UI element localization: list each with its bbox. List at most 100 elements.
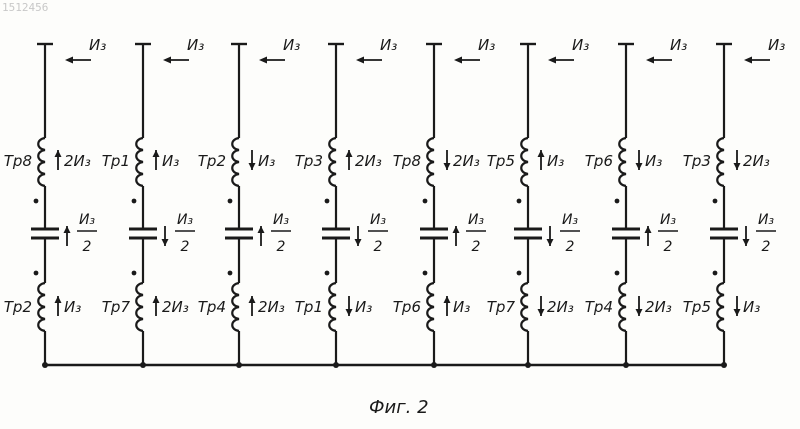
- upper-winding-coil: [232, 138, 239, 186]
- polarity-dot: [517, 271, 522, 276]
- upper-current-arrow-head: [153, 150, 160, 157]
- lower-winding-current: И₃: [453, 298, 470, 316]
- polarity-dot: [34, 271, 39, 276]
- upper-winding-coil: [521, 138, 528, 186]
- lower-current-arrow-head: [636, 309, 643, 316]
- polarity-dot: [325, 271, 330, 276]
- capacitor-current-denominator: 2: [472, 239, 481, 255]
- junction-dot: [431, 362, 437, 368]
- polarity-dot: [34, 199, 39, 204]
- top-current-label: И₃: [670, 36, 687, 54]
- lower-current-arrow-head: [444, 296, 451, 303]
- upper-transformer-label: Тр8: [393, 152, 421, 170]
- lower-winding-coil: [427, 283, 434, 331]
- upper-transformer-label: Тр8: [4, 152, 32, 170]
- upper-transformer-label: Тр1: [102, 152, 130, 170]
- capacitor-current-denominator: 2: [664, 239, 673, 255]
- top-current-label: И₃: [283, 36, 300, 54]
- capacitor-current-numerator: И₃: [660, 212, 676, 228]
- upper-winding-current: И₃: [162, 152, 179, 170]
- upper-transformer-label: Тр6: [585, 152, 613, 170]
- upper-winding-current: 2И₃: [64, 152, 91, 170]
- polarity-dot: [228, 271, 233, 276]
- capacitor-current-numerator: И₃: [758, 212, 774, 228]
- capacitor-current-arrow-head: [453, 226, 460, 233]
- top-current-arrow-head: [163, 57, 171, 64]
- lower-transformer-label: Тр7: [102, 298, 131, 316]
- lower-winding-coil: [136, 283, 143, 331]
- lower-winding-current: 2И₃: [645, 298, 672, 316]
- lower-winding-current: 2И₃: [162, 298, 189, 316]
- capacitor-current-denominator: 2: [83, 239, 92, 255]
- top-current-label: И₃: [89, 36, 106, 54]
- lower-winding-coil: [717, 283, 724, 331]
- figure-caption: Фиг. 2: [369, 397, 429, 418]
- watermark: 1512456: [2, 1, 48, 14]
- capacitor-current-denominator: 2: [374, 239, 383, 255]
- top-current-label: И₃: [572, 36, 589, 54]
- junction-dot: [333, 362, 339, 368]
- junction-dot: [623, 362, 629, 368]
- upper-winding-current: И₃: [258, 152, 275, 170]
- upper-winding-coil: [717, 138, 724, 186]
- capacitor-current-arrow-head: [64, 226, 71, 233]
- top-current-label: И₃: [380, 36, 397, 54]
- upper-transformer-label: Тр2: [198, 152, 226, 170]
- upper-winding-coil: [136, 138, 143, 186]
- capacitor-current-denominator: 2: [277, 239, 286, 255]
- top-current-arrow-head: [646, 57, 654, 64]
- lower-winding-current: И₃: [743, 298, 760, 316]
- lower-transformer-label: Тр4: [585, 298, 613, 316]
- lower-winding-current: 2И₃: [258, 298, 285, 316]
- polarity-dot: [615, 199, 620, 204]
- capacitor-current-arrow-head: [258, 226, 265, 233]
- capacitor-current-numerator: И₃: [562, 212, 578, 228]
- top-current-arrow-head: [65, 57, 73, 64]
- polarity-dot: [228, 199, 233, 204]
- capacitor-current-numerator: И₃: [468, 212, 484, 228]
- lower-transformer-label: Тр7: [487, 298, 516, 316]
- capacitor-current-arrow-head: [355, 239, 362, 246]
- upper-transformer-label: Тр3: [683, 152, 711, 170]
- junction-dot: [236, 362, 242, 368]
- capacitor-current-arrow-head: [162, 239, 169, 246]
- polarity-dot: [713, 271, 718, 276]
- top-current-label: И₃: [768, 36, 785, 54]
- upper-winding-current: 2И₃: [743, 152, 770, 170]
- junction-dot: [140, 362, 146, 368]
- upper-winding-coil: [329, 138, 336, 186]
- junction-dot: [42, 362, 48, 368]
- top-current-arrow-head: [744, 57, 752, 64]
- upper-winding-coil: [619, 138, 626, 186]
- upper-winding-current: И₃: [547, 152, 564, 170]
- junction-dot: [721, 362, 727, 368]
- lower-transformer-label: Тр6: [393, 298, 421, 316]
- lower-winding-coil: [521, 283, 528, 331]
- lower-current-arrow-head: [153, 296, 160, 303]
- polarity-dot: [423, 271, 428, 276]
- lower-transformer-label: Тр5: [683, 298, 711, 316]
- lower-winding-current: 2И₃: [547, 298, 574, 316]
- capacitor-current-arrow-head: [547, 239, 554, 246]
- capacitor-current-numerator: И₃: [370, 212, 386, 228]
- polarity-dot: [325, 199, 330, 204]
- upper-current-arrow-head: [55, 150, 62, 157]
- upper-current-arrow-head: [249, 163, 256, 170]
- polarity-dot: [517, 199, 522, 204]
- top-current-arrow-head: [259, 57, 267, 64]
- polarity-dot: [132, 199, 137, 204]
- upper-current-arrow-head: [734, 163, 741, 170]
- capacitor-current-numerator: И₃: [273, 212, 289, 228]
- upper-winding-current: И₃: [645, 152, 662, 170]
- lower-winding-coil: [329, 283, 336, 331]
- lower-winding-coil: [232, 283, 239, 331]
- capacitor-current-denominator: 2: [566, 239, 575, 255]
- upper-current-arrow-head: [538, 150, 545, 157]
- lower-current-arrow-head: [734, 309, 741, 316]
- capacitor-current-numerator: И₃: [177, 212, 193, 228]
- upper-winding-coil: [427, 138, 434, 186]
- top-current-label: И₃: [478, 36, 495, 54]
- upper-current-arrow-head: [636, 163, 643, 170]
